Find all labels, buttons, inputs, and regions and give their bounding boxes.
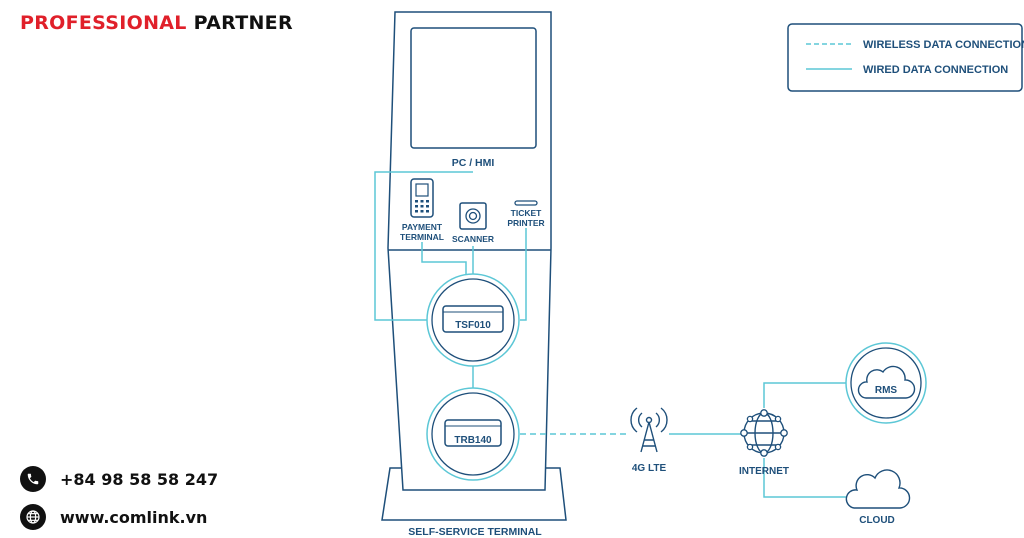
screen-label: PC / HMI — [452, 157, 495, 169]
brand-part-1: PROFESSIONAL — [20, 12, 187, 34]
phone-icon — [20, 466, 46, 492]
rms-label: RMS — [875, 385, 898, 396]
wire-pc-tsf — [374, 171, 473, 321]
kiosk-base-label: SELF-SERVICE TERMINAL — [408, 526, 542, 538]
cloud-label: CLOUD — [859, 515, 895, 526]
legend-wireless-label: WIRELESS DATA CONNECTION — [863, 39, 1024, 51]
wired-connections — [374, 171, 848, 498]
internet-node: INTERNET — [739, 409, 789, 477]
wire-payment-tsf — [421, 242, 467, 278]
internet-label: INTERNET — [739, 466, 789, 477]
legend: WIRELESS DATA CONNECTION WIRED DATA CONN… — [787, 23, 1024, 92]
rms-cloud-icon — [857, 365, 916, 399]
antenna-icon — [630, 407, 668, 453]
printer-icon — [514, 200, 538, 206]
trb140-node: TRB140 — [426, 387, 520, 481]
payment-label-2: TERMINAL — [400, 232, 444, 242]
cloud-icon — [845, 469, 911, 509]
website-url[interactable]: www.comlink.vn — [60, 507, 208, 527]
printer-label-1: TICKET — [511, 208, 543, 218]
cloud-node: CLOUD — [845, 469, 911, 526]
wire-internet-cloud — [763, 458, 848, 498]
scanner: SCANNER — [452, 202, 494, 244]
lte-label: 4G LTE — [632, 463, 667, 474]
lte-tower: 4G LTE — [630, 407, 668, 474]
wire-printer-tsf — [520, 228, 527, 321]
legend-box — [787, 23, 1023, 92]
ticket-printer: TICKET PRINTER — [507, 200, 545, 228]
tsf010-node: TSF010 — [426, 273, 520, 367]
tsf010-label: TSF010 — [455, 320, 491, 331]
brand-title: PROFESSIONAL PARTNER — [20, 12, 293, 34]
trb140-label: TRB140 — [454, 435, 492, 446]
payment-label-1: PAYMENT — [402, 222, 443, 232]
brand-part-2: PARTNER — [193, 12, 293, 34]
contact-website: www.comlink.vn — [20, 504, 207, 530]
wire-internet-rms — [763, 382, 848, 408]
printer-label-2: PRINTER — [507, 218, 544, 228]
rms-node: RMS — [845, 342, 927, 424]
kiosk-body — [387, 11, 552, 491]
payment-terminal: PAYMENT TERMINAL — [400, 178, 444, 242]
legend-wired-label: WIRED DATA CONNECTION — [863, 64, 1008, 76]
kiosk-screen — [410, 27, 537, 149]
globe-icon — [20, 504, 46, 530]
contact-phone: +84 98 58 58 247 — [20, 466, 218, 492]
scanner-label: SCANNER — [452, 234, 494, 244]
scanner-icon — [459, 202, 487, 230]
phone-number: +84 98 58 58 247 — [60, 469, 219, 489]
